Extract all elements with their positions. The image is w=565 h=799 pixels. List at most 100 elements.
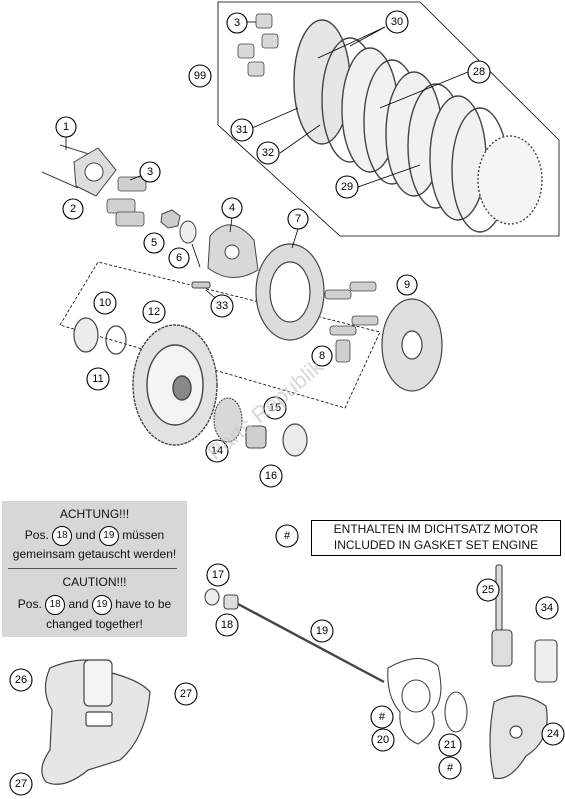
- svg-text:27: 27: [15, 778, 27, 790]
- svg-text:17: 17: [212, 569, 224, 581]
- svg-text:33: 33: [216, 300, 228, 312]
- warning-divider: [8, 568, 177, 569]
- svg-text:19: 19: [316, 625, 328, 637]
- callout-hash-20: #: [370, 705, 394, 729]
- svg-text:2: 2: [70, 203, 76, 215]
- svg-text:5: 5: [151, 237, 157, 249]
- gasket-and-oring: [387, 657, 468, 745]
- warning-line2-en: changed together!: [46, 617, 143, 631]
- svg-text:32: 32: [262, 147, 274, 159]
- legend-line-de: ENTHALTEN IM DICHTSATZ MOTOR: [333, 522, 539, 536]
- leader-lines: [65, 21, 469, 305]
- svg-text:27: 27: [180, 688, 192, 700]
- svg-text:#: #: [379, 711, 386, 723]
- callout-33: 33: [210, 294, 234, 318]
- svg-text:14: 14: [211, 445, 223, 457]
- callout-25: 25: [476, 578, 500, 602]
- svg-text:#: #: [284, 530, 291, 542]
- warning-and-en: and: [68, 597, 89, 612]
- pressure-springs: [106, 176, 147, 227]
- callout-99: 99: [188, 64, 212, 88]
- svg-text:1: 1: [63, 121, 69, 133]
- callout-1: 1: [55, 116, 77, 138]
- svg-text:16: 16: [265, 470, 277, 482]
- clutch-springs-top: [237, 13, 279, 77]
- callout-19: 19: [310, 619, 334, 643]
- callout-20: 20: [371, 728, 395, 752]
- slave-cylinder-rod: [491, 564, 558, 683]
- clutch-basket-outer: [381, 298, 443, 392]
- warning-panel: ACHTUNG!!! Pos. 18 und 19 müssen gemeins…: [2, 501, 187, 637]
- warning-must-de: müssen: [122, 528, 165, 543]
- svg-text:12: 12: [148, 306, 160, 318]
- callout-hash-legend: #: [275, 524, 299, 548]
- callout-12: 12: [142, 300, 166, 324]
- hub-springs: [324, 281, 379, 363]
- callout-3a: 3: [226, 12, 248, 34]
- svg-text:3: 3: [234, 17, 240, 29]
- callout-10: 10: [93, 291, 117, 315]
- svg-text:25: 25: [482, 584, 494, 596]
- ref-18-de: 18: [52, 526, 73, 546]
- svg-text:26: 26: [15, 674, 27, 686]
- gasket-set-legend: ENTHALTEN IM DICHTSATZ MOTOR INCLUDED IN…: [311, 520, 561, 556]
- callout-8: 8: [311, 345, 333, 367]
- warning-pos-en: Pos.: [17, 597, 42, 612]
- warning-line1-en: Pos. 18 and 19 have to be: [2, 595, 187, 615]
- ref-18-en: 18: [45, 595, 66, 615]
- callout-28: 28: [467, 60, 491, 84]
- warning-have-en: have to be: [115, 597, 172, 612]
- warning-pos-de: Pos.: [24, 528, 49, 543]
- svg-text:8: 8: [319, 350, 325, 362]
- callout-hash-21: #: [438, 756, 462, 780]
- svg-text:10: 10: [99, 297, 111, 309]
- svg-text:6: 6: [176, 252, 182, 264]
- callout-2: 2: [62, 198, 84, 220]
- callout-27b: 27: [9, 772, 33, 796]
- svg-text:28: 28: [473, 66, 485, 78]
- warning-title-en: CAUTION!!!: [62, 575, 127, 589]
- callout-9: 9: [396, 274, 418, 296]
- svg-text:99: 99: [194, 70, 206, 82]
- callout-21: 21: [438, 733, 462, 757]
- svg-text:9: 9: [404, 279, 410, 291]
- callout-29: 29: [335, 175, 359, 199]
- svg-text:15: 15: [269, 402, 281, 414]
- ref-19-en: 19: [91, 595, 112, 615]
- callout-30: 30: [385, 10, 409, 34]
- callout-6: 6: [168, 247, 190, 269]
- svg-text:4: 4: [229, 202, 235, 214]
- svg-text:24: 24: [547, 728, 559, 740]
- svg-text:30: 30: [391, 16, 403, 28]
- clutch-cover-left: [41, 659, 151, 785]
- thrust-rings: [73, 317, 308, 457]
- callout-14: 14: [205, 439, 229, 463]
- clutch-pack-outline: [217, 1, 560, 237]
- callout-32: 32: [256, 141, 280, 165]
- callout-31: 31: [230, 118, 254, 142]
- clutch-basket-group-outline: [59, 261, 381, 409]
- legend-line-en: INCLUDED IN GASKET SET ENGINE: [333, 538, 539, 552]
- callout-4: 4: [221, 197, 243, 219]
- svg-text:34: 34: [541, 602, 553, 614]
- pressure-plate: [207, 224, 259, 278]
- nut-and-washer: [160, 209, 197, 244]
- svg-text:18: 18: [221, 619, 233, 631]
- callout-5: 5: [143, 232, 165, 254]
- warning-title-de: ACHTUNG!!!: [59, 507, 130, 521]
- push-rod-parts: [204, 588, 385, 684]
- callout-16: 16: [259, 464, 283, 488]
- warning-and-de: und: [75, 528, 96, 543]
- callout-27a: 27: [174, 682, 198, 706]
- callout-34: 34: [535, 596, 559, 620]
- clutch-disc-stack: [293, 19, 543, 233]
- bolts-and-spring-plate: [41, 144, 117, 197]
- svg-text:3: 3: [147, 166, 153, 178]
- warning-line2-de: gemeinsam getauscht werden!: [12, 547, 177, 561]
- svg-text:31: 31: [236, 124, 248, 136]
- ref-19-de: 19: [98, 526, 119, 546]
- small-gear-and-bearing: [213, 397, 267, 449]
- warning-line1-de: Pos. 18 und 19 müssen: [2, 526, 187, 546]
- callout-15: 15: [263, 396, 287, 420]
